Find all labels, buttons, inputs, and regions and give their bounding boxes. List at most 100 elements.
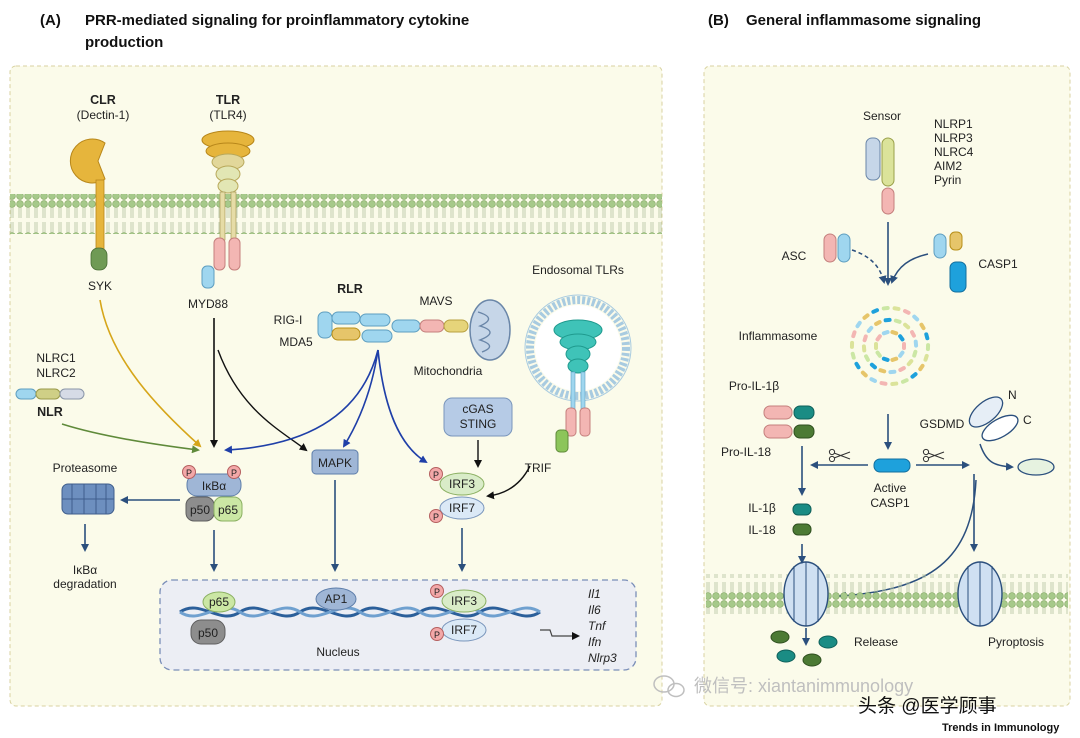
casp1-label: CASP1 — [978, 257, 1018, 271]
tlr-label: TLR — [216, 93, 240, 107]
gene-il1: Il1 — [588, 587, 601, 601]
inflammasome-subunit — [860, 370, 868, 378]
nucleus-p65-label: p65 — [209, 595, 229, 609]
nucleus-phospho-irf7: P — [434, 630, 440, 640]
tlr4-receptor — [201, 130, 255, 289]
gene-nlrp3: Nlrp3 — [588, 651, 617, 665]
syk-label: SYK — [88, 279, 112, 293]
gene-il6: Il6 — [588, 603, 601, 617]
proteasome-label: Proteasome — [53, 461, 118, 475]
endosomal-tlrs-label: Endosomal TLRs — [532, 263, 624, 277]
irf7-label: IRF7 — [449, 501, 475, 515]
inflammasome-subunit — [912, 349, 918, 358]
inflammasome-subunit — [888, 369, 897, 375]
inflammasome-complex — [849, 305, 931, 387]
inflammasome-subunit — [898, 350, 905, 358]
nucleus-nfkb: p65 p50 — [190, 591, 236, 645]
inflammasome-subunit — [903, 322, 911, 330]
ikba-degradation-label-1: IκBα — [73, 563, 97, 577]
trif-label: TRIF — [525, 461, 552, 475]
nlrc1-label: NLRC1 — [36, 351, 76, 365]
inflammasome-subunit — [881, 305, 890, 311]
inflammasome-subunit — [881, 330, 890, 336]
phospho-irf3: P — [433, 470, 439, 480]
gsdmd-c-label: C — [1023, 413, 1032, 427]
nucleus-label: Nucleus — [316, 645, 359, 659]
inflammasome-subunit — [903, 309, 911, 315]
inflammasome-subunit — [912, 314, 920, 322]
syk-to-ikk-arrow — [99, 299, 202, 448]
pyroptosis-label: Pyroptosis — [988, 635, 1044, 649]
gsdmd-pore-pyroptosis — [957, 561, 1003, 627]
cgas-sting-box — [443, 397, 513, 437]
il1b-label: IL-1β — [748, 501, 776, 515]
pro-il1b-protein — [763, 405, 815, 420]
ap1-blob — [315, 587, 357, 611]
inflammasome-subunit — [898, 366, 906, 372]
inflammasome-subunit — [862, 334, 868, 343]
inflammasome-subunit — [851, 330, 857, 339]
nlr-protein — [15, 388, 85, 400]
dna-helix — [179, 606, 541, 618]
wechat-icon — [653, 675, 685, 698]
il18-protein — [792, 523, 812, 536]
scissors-left-icon — [828, 448, 851, 463]
inflammasome-subunit — [924, 332, 930, 341]
sensor-nlrp3: NLRP3 — [934, 131, 973, 145]
mitochondria-label: Mitochondria — [414, 364, 483, 378]
trif-to-irf-arrow — [486, 465, 531, 500]
inflammasome-subunit — [910, 372, 918, 379]
active-casp1-label-1: Active — [874, 481, 907, 495]
pro-il18-label: Pro-IL-18 — [721, 445, 771, 459]
inflammasome-subunit — [892, 306, 901, 311]
inflammasome-subunit — [864, 354, 870, 362]
inflammasome-subunit — [871, 308, 880, 314]
panel-b-top-arrows — [851, 222, 929, 286]
inflammasome-subunit — [879, 381, 888, 386]
irf-complex-cytoplasm: IRF3 IRF7 P P — [429, 467, 485, 523]
casp1-protein — [933, 231, 967, 293]
ap1-label: AP1 — [325, 592, 348, 606]
inflammasome-subunit — [875, 350, 882, 358]
cgas-label: cGAS — [462, 402, 493, 416]
rlr-to-ikk-arrow — [224, 349, 379, 454]
inflammasome-subunit — [890, 330, 899, 336]
nucleus-irf7-label: IRF7 — [451, 623, 477, 637]
inflammasome-label: Inflammasome — [739, 329, 818, 343]
pro-il1b-label: Pro-IL-1β — [729, 379, 779, 393]
sensor-pyrin: Pyrin — [934, 173, 961, 187]
gene-tnf: Tnf — [588, 619, 607, 633]
phospho-ikba-2: P — [231, 468, 237, 478]
toutiao-watermark: 头条 @医学顾事 — [858, 695, 997, 717]
inflammasome-subunit — [881, 356, 890, 362]
il1b-protein — [792, 503, 812, 516]
inflammasome-subunit — [923, 353, 929, 362]
nlr-to-ikk-arrow — [61, 423, 200, 454]
inflammasome-subunit — [919, 322, 926, 331]
rig-i-label: RIG-I — [274, 313, 303, 327]
released-cytokines — [770, 630, 838, 667]
plasma-membrane-b — [706, 574, 1068, 614]
asc-label: ASC — [782, 249, 807, 263]
inflammasome-subunit — [866, 325, 874, 333]
panel-b-background — [703, 65, 1071, 707]
gsdmd-n-label: N — [1008, 388, 1017, 402]
p65-label: p65 — [218, 503, 238, 517]
rlr-to-mapk-arrow — [342, 349, 379, 448]
nucleus-p50-label: p50 — [198, 626, 218, 640]
mavs-label: MAVS — [419, 294, 452, 308]
inflammasome-subunit — [874, 320, 882, 326]
inflammasome-subunit — [875, 334, 882, 342]
active-casp1-protein — [873, 458, 911, 473]
pro-il18-protein — [763, 424, 815, 439]
inflammasome-subunit — [850, 351, 856, 360]
inflammasome-subunit — [913, 339, 919, 348]
mitochondria-icon — [469, 299, 511, 361]
il18-label: IL-18 — [748, 523, 776, 537]
inflammasome-subunit — [910, 330, 916, 338]
p50-label: p50 — [190, 503, 210, 517]
inflammasome-subunit — [906, 359, 914, 367]
nucleus-irf: IRF3 IRF7 P P — [430, 584, 487, 642]
